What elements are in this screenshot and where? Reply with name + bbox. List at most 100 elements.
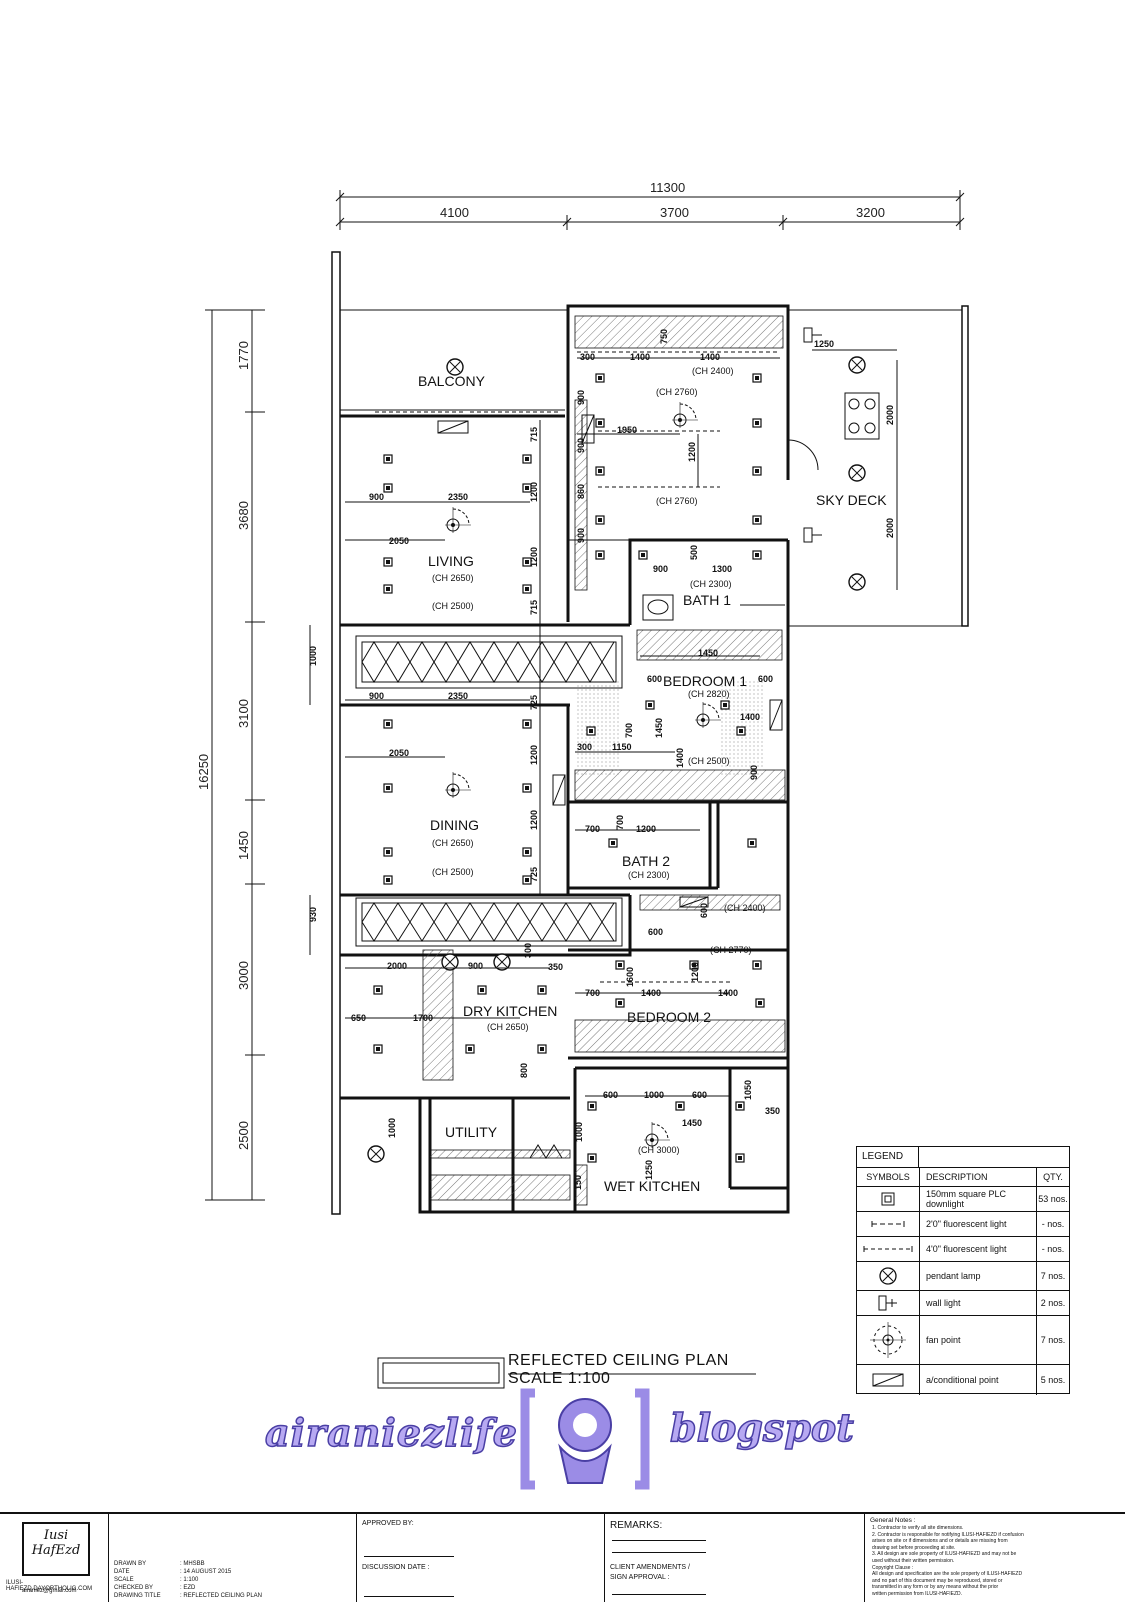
room-bedroom-2: BEDROOM 2	[627, 1009, 711, 1025]
approval-cell: APPROVED BY: DISCUSSION DATE :	[356, 1514, 605, 1602]
legend-desc: fan point	[920, 1316, 1037, 1364]
info-label: DRAWN BY	[114, 1561, 147, 1567]
downlight-icon	[881, 1192, 895, 1206]
dim-1000-wet-v: 1000	[574, 1122, 584, 1142]
watermark-emblem-icon	[520, 1388, 650, 1490]
dim-150-wet: 150	[573, 1175, 583, 1190]
notes-cell: General Notes : 1. Contractor to verify …	[864, 1514, 1124, 1602]
general-note-line: 3. All design are sole property of ILUSI…	[872, 1551, 1017, 1558]
watermark: airaniezlife blogspot	[264, 1385, 855, 1495]
dim-2000-kitchen: 2000	[387, 961, 407, 971]
bedroom-1-ch-1: (CH 2820)	[688, 689, 730, 699]
room-dining: DINING	[430, 817, 479, 833]
master-ch-2: (CH 2760)	[656, 387, 698, 397]
info-label: CHECKED BY	[114, 1585, 154, 1591]
dim-1450-bed1-v: 1450	[654, 718, 664, 738]
lattice-feature-dining	[355, 897, 623, 947]
downlight-center	[755, 376, 759, 380]
downlight-center	[598, 376, 602, 380]
downlight-center	[598, 421, 602, 425]
dim-2350-dining: 2350	[448, 691, 468, 701]
legend-qty: 7 nos.	[1040, 1271, 1066, 1281]
approved-by-label: APPROVED BY:	[362, 1520, 414, 1527]
dim-930-lattice: 930	[308, 907, 318, 922]
lattice-feature-living	[355, 635, 623, 689]
downlight-center	[598, 469, 602, 473]
dim-900-living: 900	[369, 492, 384, 502]
dim-1400-master-b: 1400	[700, 352, 720, 362]
top-dimensions: 11300 4100 3700 3200	[335, 180, 965, 230]
dim-1000-utility: 1000	[387, 1118, 397, 1138]
downlight-center	[540, 988, 544, 992]
downlight-center	[386, 457, 390, 461]
sign-approval-label: SIGN APPROVAL :	[610, 1574, 670, 1581]
fixtures	[529, 392, 880, 1159]
downlight-center	[386, 878, 390, 882]
fan-point-icon	[672, 402, 698, 428]
downlight-center	[540, 1047, 544, 1051]
dim-2050-dining: 2050	[389, 748, 409, 758]
bulkhead-hatching	[422, 315, 786, 1206]
dim-2000-deck-b: 2000	[885, 518, 895, 538]
general-notes-list: 1. Contractor to verify all site dimensi…	[872, 1525, 1024, 1598]
legend-row: fan point 7 nos.	[857, 1316, 1069, 1365]
room-bedroom-1: BEDROOM 1	[663, 673, 747, 689]
pendant-lamps	[367, 356, 866, 1163]
room-dry-kitchen: DRY KITCHEN	[463, 1003, 557, 1019]
legend-qty: 2 nos.	[1040, 1298, 1066, 1308]
remarks-label: REMARKS:	[610, 1520, 663, 1531]
general-note-line: arises on site or if dimensions and or d…	[872, 1538, 1008, 1545]
wall-lights	[803, 327, 822, 543]
dim-300-kitchen: 300	[523, 943, 533, 958]
logo-website: ILUSI-HAFIEZD.DAYORTHOLIG.COM	[6, 1580, 93, 1592]
dim-500-bath1: 500	[689, 545, 699, 560]
dim-1600-bed2: 1600	[625, 967, 635, 987]
dim-750-master: 750	[659, 329, 669, 344]
room-utility: UTILITY	[445, 1124, 498, 1140]
downlight-center	[755, 553, 759, 557]
downlight-center	[525, 457, 529, 461]
title-symbol-box	[377, 1357, 505, 1389]
dim-1250-wet: 1250	[644, 1160, 654, 1180]
dim-350-kitchen: 350	[548, 962, 563, 972]
drawing-info-cell: DRAWN BY DATE SCALE CHECKED BY DRAWING T…	[108, 1514, 357, 1602]
dim-1400-bed1: 1400	[740, 712, 760, 722]
downlight-center	[468, 1047, 472, 1051]
dim-725-a: 725	[529, 695, 539, 710]
dim-1950-master: 1950	[617, 425, 637, 435]
dim-left-seg-3: 3100	[236, 699, 251, 728]
bedroom-1-ch-2: (CH 2500)	[688, 756, 730, 766]
dim-700-bed1: 700	[624, 723, 634, 738]
fan-point-icon	[644, 1122, 670, 1148]
general-note-line: 2. Contractor is responsible for notifyi…	[872, 1531, 1024, 1538]
dim-300-bed1: 300	[577, 742, 592, 752]
dim-600-wet-a: 600	[603, 1090, 618, 1100]
pendant-lamp-icon	[446, 358, 464, 376]
legend-desc: pendant lamp	[920, 1262, 1037, 1290]
pendant-lamp-icon	[848, 356, 866, 374]
wet-kitchen-ch: (CH 3000)	[638, 1145, 680, 1155]
general-note-line: used without their written permission.	[872, 1557, 955, 1564]
dim-1000-lattice: 1000	[308, 646, 318, 666]
downlights	[373, 373, 765, 1163]
fan-points	[445, 402, 721, 1148]
dim-1200-c: 1200	[529, 745, 539, 765]
legend-col-description: DESCRIPTION	[920, 1168, 1037, 1186]
legend-qty: 5 nos.	[1040, 1375, 1066, 1385]
dim-1050-wet: 1050	[743, 1080, 753, 1100]
downlight-center	[525, 486, 529, 490]
pendant-lamp-icon	[367, 1145, 385, 1163]
bedroom-2-ch-1: (CH 2770)	[710, 945, 752, 955]
dim-1450-bed1: 1450	[698, 648, 718, 658]
pendant-lamp-icon	[848, 464, 866, 482]
downlight-center	[758, 1001, 762, 1005]
drawing-scale: SCALE 1:100	[508, 1370, 611, 1387]
downlight-center	[525, 560, 529, 564]
watermark-right-text: blogspot	[669, 1404, 854, 1451]
room-labels: BALCONY LIVING (CH 2650) (CH 2500) DININ…	[418, 366, 887, 1194]
dim-1700: 1700	[413, 1013, 433, 1023]
dim-700-bath2-v: 700	[615, 815, 625, 830]
interior-dimensions: 900 2350 2050 900 2350 2050 715 1200 120…	[308, 329, 898, 1190]
legend-desc: wall light	[920, 1291, 1037, 1315]
